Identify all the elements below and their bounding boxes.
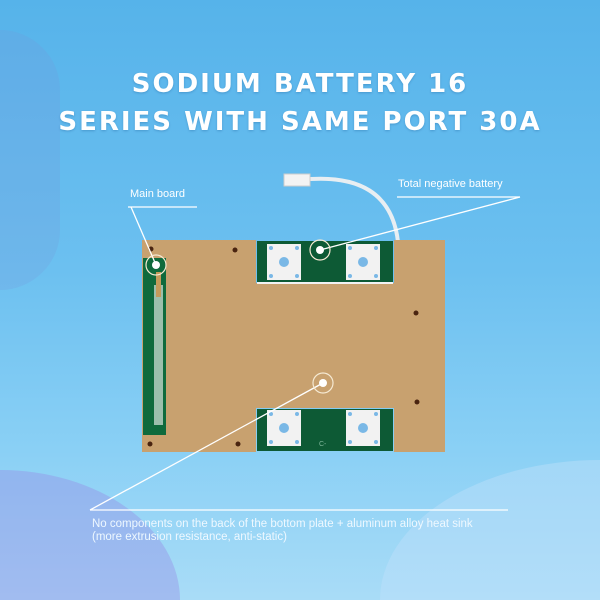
note-line-2: (more extrusion resistance, anti-static) (92, 531, 287, 543)
main-board-label: Main board (130, 188, 186, 200)
base-plate (142, 240, 445, 452)
callout-markers (145, 239, 334, 394)
bottom-marking: C- (319, 441, 327, 448)
total-negative-label: Total negative battery (398, 178, 503, 190)
screw-holes (147, 246, 420, 447)
terminal-holes (269, 246, 378, 444)
cable-connector (283, 173, 311, 187)
title-line-2: SERIES WITH SAME PORT 30A (58, 107, 542, 137)
bottom-plate-note: No components on the back of the bottom … (92, 518, 532, 544)
title-line-1: SODIUM BATTERY 16 (131, 69, 469, 99)
callout-lines (89, 196, 521, 511)
note-line-1: No components on the back of the bottom … (92, 518, 473, 530)
negative-cable (299, 176, 400, 243)
background-decoration (0, 30, 60, 290)
